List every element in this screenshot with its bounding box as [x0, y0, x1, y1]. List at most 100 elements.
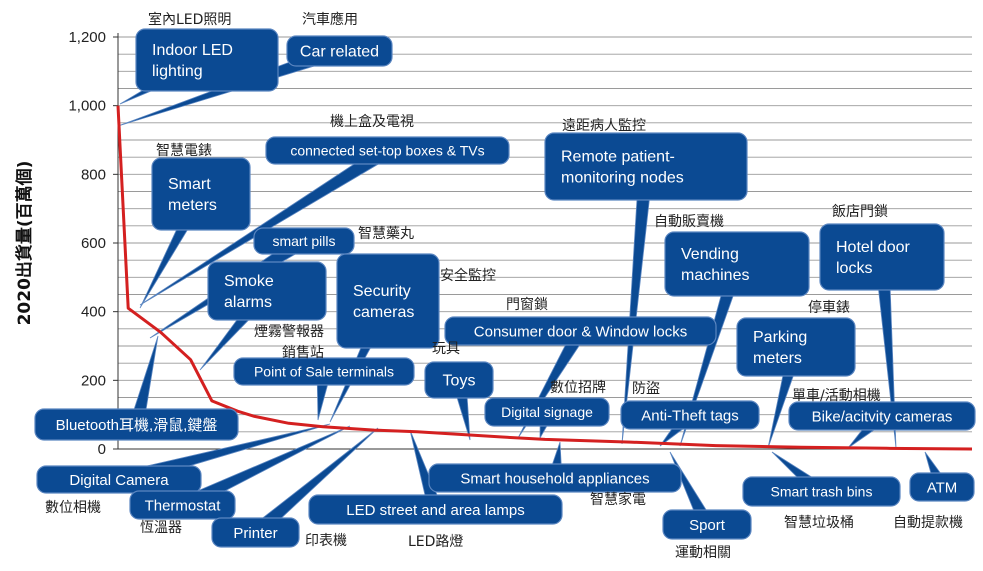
series-line-group	[116, 105, 973, 451]
callout-atm: ATM 自動提款機	[893, 472, 975, 531]
callout-label: Smart	[168, 176, 211, 193]
callout-chinese-label: 智慧藥丸	[358, 226, 414, 242]
callout-label: Remote patient-	[561, 149, 675, 166]
callout-box	[742, 476, 901, 507]
y-axis-label: 2020出貨量(百萬個)	[14, 161, 35, 326]
callout-chinese-label: 防盜	[632, 381, 660, 397]
callout-chinese-label: 室內LED照明	[148, 11, 231, 28]
callout-box	[909, 472, 975, 502]
callout-box	[34, 408, 239, 441]
callout-chinese-label: 自動提款機	[893, 515, 963, 531]
callout-label: machines	[681, 267, 749, 284]
callout-label: Indoor LED	[152, 42, 233, 59]
y-tick-label: 1,000	[68, 98, 106, 115]
y-tick-label: 600	[81, 235, 106, 252]
callout-box	[544, 132, 748, 201]
callout-label: meters	[753, 350, 802, 367]
callout-smart-trash-bins: Smart trash bins 智慧垃圾桶	[742, 476, 901, 531]
callout-chinese-label: 煙霧警報器	[254, 324, 324, 340]
callout-label: Digital signage	[501, 404, 593, 420]
callout-box	[484, 397, 610, 427]
callout-label: Sport	[689, 517, 726, 534]
callout-label: Bike/acitvity cameras	[812, 408, 953, 425]
callout-box	[428, 463, 682, 493]
callout-smart-household: Smart household appliances 智慧家電	[428, 463, 682, 508]
y-tick-label: 400	[81, 304, 106, 321]
callout-box	[151, 157, 251, 231]
callout-chinese-label: 機上盒及電視	[330, 113, 414, 130]
callout-box	[620, 400, 760, 430]
callout-label: ATM	[927, 479, 958, 496]
callout-label: Smart household appliances	[460, 470, 649, 487]
callout-smart-meters: Smart meters 智慧電錶	[151, 143, 251, 231]
callout-label: Parking	[753, 329, 807, 346]
callout-box	[135, 28, 279, 92]
callout-sport: Sport 運動相關	[662, 509, 752, 561]
callout-label: Hotel door	[836, 239, 910, 256]
callout-chinese-label: 單車/活動相機	[792, 387, 881, 404]
callout-chinese-label: 運動相關	[675, 545, 731, 561]
callout-label: meters	[168, 197, 217, 214]
callout-chinese-label: 飯店門鎖	[832, 203, 888, 220]
callout-chinese-label: 玩具	[432, 341, 460, 357]
callout-label: LED street and area lamps	[346, 502, 524, 519]
callout-set-top-boxes: connected set-top boxes & TVs 機上盒及電視	[265, 113, 510, 165]
callout-label: connected set-top boxes & TVs	[290, 142, 484, 158]
callout-chinese-label: 自動販賣機	[654, 214, 724, 230]
callout-parking-meters: Parking meters 停車錶	[736, 299, 856, 377]
callout-chinese-label: 停車錶	[808, 299, 850, 316]
callout-box	[736, 317, 856, 377]
callout-car-related: Car related 汽車應用	[286, 11, 393, 67]
callout-label: Thermostat	[145, 497, 222, 514]
callout-box	[788, 401, 976, 431]
callout-label: Security	[353, 283, 411, 300]
callout-chinese-label: 智慧家電	[590, 491, 646, 508]
callout-box	[253, 227, 355, 255]
callout-label: Point of Sale terminals	[254, 363, 394, 379]
callout-box	[336, 253, 440, 349]
y-tick-label: 800	[81, 166, 106, 183]
series-line	[116, 105, 973, 451]
callout-chinese-label: 數位相機	[45, 500, 101, 516]
callout-chinese-label: 門窗鎖	[506, 296, 548, 313]
callout-chinese-label: 智慧電錶	[156, 143, 212, 159]
callout-label: Toys	[443, 373, 476, 390]
callout-chinese-label: 智慧垃圾桶	[784, 515, 854, 531]
callout-chinese-label: 遠距病人監控	[562, 117, 646, 134]
callout-pos-terminals: Point of Sale terminals 銷售站	[233, 345, 415, 386]
callout-box	[211, 517, 300, 548]
callout-chinese-label: 銷售站	[282, 345, 324, 361]
callout-label: smart pills	[272, 233, 335, 249]
callout-label: Smart trash bins	[771, 483, 873, 499]
callout-label: Car related	[300, 44, 379, 61]
callout-chinese-label: 印表機	[305, 533, 347, 549]
callout-chinese-label: 汽車應用	[302, 11, 358, 28]
callout-box	[265, 136, 510, 165]
callout-remote-patient: Remote patient-monitoring nodes 遠距病人監控	[544, 117, 748, 201]
callout-smart-pills: smart pills 智慧藥丸	[253, 226, 414, 255]
y-tick-label: 1,200	[68, 29, 106, 46]
callout-box	[424, 361, 494, 399]
callout-label: Anti-Theft tags	[641, 407, 739, 424]
y-tick-label: 200	[81, 372, 106, 389]
callout-chinese-label: 數位招牌	[550, 379, 606, 396]
callout-box	[286, 35, 393, 67]
callout-label: locks	[836, 260, 872, 277]
callout-label: monitoring nodes	[561, 170, 684, 187]
callout-label: Bluetooth耳機,滑鼠,鍵盤	[56, 417, 218, 434]
callout-box	[129, 490, 236, 520]
callout-toys: Toys 玩具	[424, 341, 494, 399]
callout-digital-signage: Digital signage 數位招牌	[484, 379, 610, 427]
callout-label: Smoke	[224, 273, 274, 290]
callout-box	[662, 509, 752, 540]
callout-bluetooth: Bluetooth耳機,滑鼠,鍵盤	[34, 408, 239, 441]
